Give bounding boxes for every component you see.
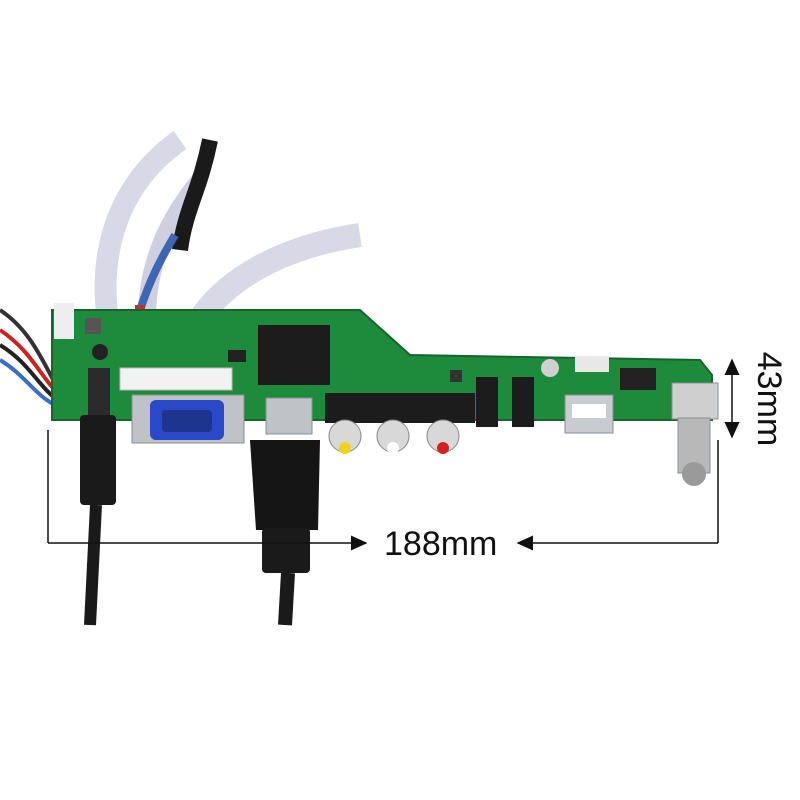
- height-label: 43mm: [750, 351, 789, 447]
- rf-tuner-connector: [671, 382, 719, 486]
- width-dimension: [47, 430, 719, 551]
- dc-power-connector: [80, 368, 116, 626]
- ribbon-header: [119, 367, 233, 391]
- width-label: 188mm: [384, 525, 498, 563]
- rca-jacks: [325, 393, 475, 454]
- power-wire-bundle: [0, 308, 57, 407]
- audio-jack-1: [476, 377, 498, 427]
- hdmi-connector: [250, 397, 320, 626]
- controller-board: [51, 303, 713, 421]
- main-chip: [258, 325, 330, 385]
- usb-port: [564, 394, 614, 434]
- audio-jack-2: [512, 377, 534, 427]
- vga-port: [131, 394, 245, 444]
